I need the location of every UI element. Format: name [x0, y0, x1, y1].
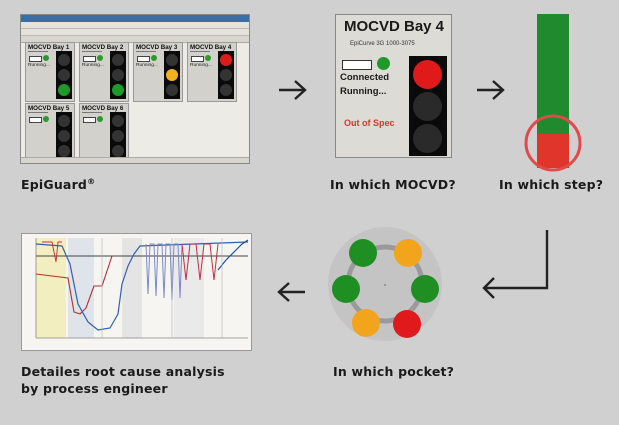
wafer-center	[384, 284, 386, 286]
red-trace	[35, 255, 113, 315]
red-light-icon	[413, 60, 442, 89]
oscillation-trace	[181, 243, 219, 281]
connection-dot-icon	[97, 55, 103, 61]
registered-mark: ®	[87, 177, 96, 186]
window-statusbar	[21, 157, 249, 163]
step-segment-highlighted	[537, 134, 569, 168]
status-connected: Connected	[340, 72, 390, 83]
arrow-down-left-icon	[482, 230, 549, 299]
bay-title: MOCVD Bay 5	[28, 105, 70, 112]
bay-subtitle-line	[190, 51, 210, 52]
window-titlebar	[21, 15, 249, 22]
highlight-circle-icon	[524, 114, 582, 172]
bay-connection-box	[83, 56, 96, 62]
pocket-yellow	[394, 239, 422, 267]
pocket-green	[332, 275, 360, 303]
arrow-right-icon	[477, 80, 505, 100]
pocket-yellow	[352, 309, 380, 337]
pocket-green	[349, 239, 377, 267]
traffic-light	[110, 51, 126, 99]
pocket-red	[393, 310, 421, 338]
epiguard-screenshot: MOCVD Bay 1 Running... MOCVD Bay 2 Runni…	[20, 14, 250, 164]
bay-subtitle-line	[82, 112, 102, 113]
oscillation-trace	[145, 243, 183, 301]
connection-dot-icon	[43, 55, 49, 61]
bay-status: Running...	[136, 63, 158, 68]
caption-root-cause-line1: Detailes root cause analysis	[21, 364, 225, 379]
bay-status: Running...	[28, 63, 50, 68]
arrow-right-icon	[279, 80, 307, 100]
alert-out-of-spec: Out of Spec	[344, 118, 395, 128]
green-light-off-icon	[413, 124, 442, 153]
bay-panel-title: MOCVD Bay 4	[344, 18, 445, 35]
root-cause-chart	[21, 233, 252, 351]
chart-plot	[22, 234, 251, 350]
caption-epiguard-text: EpiGuard	[21, 177, 88, 193]
bay-connection-box	[137, 56, 150, 62]
bay-connection-box	[29, 117, 42, 123]
bay-connection-box	[29, 56, 42, 62]
yellow-light-off-icon	[413, 92, 442, 121]
caption-root-cause-line2: by process engineer	[21, 381, 168, 396]
bay-subtitle-line	[28, 51, 48, 52]
status-running: Running...	[340, 86, 387, 97]
bay-card: MOCVD Bay 6	[79, 103, 129, 163]
bay-subtitle-line	[82, 51, 102, 52]
caption-which-mocvd: In which MOCVD?	[330, 177, 456, 192]
arrow-left-icon	[277, 282, 305, 302]
connection-dot-icon	[43, 116, 49, 122]
bay-connection-box	[191, 56, 204, 62]
bay-card: MOCVD Bay 2 Running...	[79, 42, 129, 102]
traffic-light	[56, 112, 72, 160]
connection-dot-icon	[377, 57, 390, 70]
mocvd-bay-panel: MOCVD Bay 4 EpiCurve 3G 1000-3075 Connec…	[335, 14, 452, 158]
caption-epiguard: EpiGuard®	[21, 177, 95, 192]
traffic-light	[110, 112, 126, 160]
bay-title: MOCVD Bay 3	[136, 44, 178, 51]
step-segment	[537, 40, 569, 67]
connection-dot-icon	[151, 55, 157, 61]
pocket-green	[411, 275, 439, 303]
connection-dot-icon	[205, 55, 211, 61]
bay-panel-subtitle: EpiCurve 3G 1000-3075	[350, 41, 415, 47]
traffic-light	[409, 56, 447, 156]
bay-title: MOCVD Bay 2	[82, 44, 124, 51]
caption-which-pocket: In which pocket?	[333, 364, 455, 379]
bay-subtitle-line	[28, 112, 48, 113]
band-gray	[122, 238, 142, 338]
bay-subtitle-line	[136, 51, 156, 52]
traffic-light	[164, 51, 180, 99]
bay-card: MOCVD Bay 3 Running...	[133, 42, 183, 102]
window-menubar	[21, 22, 249, 29]
band-yellow	[36, 238, 66, 338]
caption-which-step: In which step?	[499, 177, 604, 192]
blue-trace	[35, 241, 249, 331]
window-toolbar	[21, 29, 249, 36]
bay-connection-box	[83, 117, 96, 123]
bay-title: MOCVD Bay 4	[190, 44, 232, 51]
step-segment	[537, 66, 569, 93]
connection-dot-icon	[97, 116, 103, 122]
wafer-carrier	[328, 227, 442, 341]
traffic-light	[56, 51, 72, 99]
connection-box	[342, 60, 372, 70]
bay-title: MOCVD Bay 1	[28, 44, 70, 51]
bay-status: Running...	[82, 63, 104, 68]
band-gray	[68, 238, 94, 338]
bay-card: MOCVD Bay 4 Running...	[187, 42, 237, 102]
bay-card: MOCVD Bay 5	[25, 103, 75, 163]
step-segment	[537, 14, 569, 41]
traffic-light	[218, 51, 234, 99]
bay-status: Running...	[190, 63, 212, 68]
bay-card: MOCVD Bay 1 Running...	[25, 42, 75, 102]
bay-title: MOCVD Bay 6	[82, 105, 124, 112]
